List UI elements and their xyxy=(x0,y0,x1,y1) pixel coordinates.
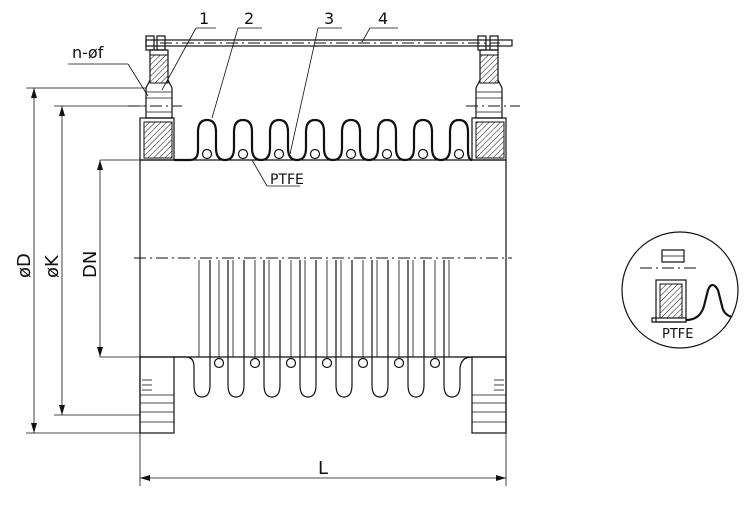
detail-view xyxy=(621,231,739,349)
part-number-3: 3 xyxy=(324,9,334,28)
part-number-1: 1 xyxy=(199,9,209,28)
left-flange xyxy=(128,49,182,434)
dim-dn-label: DN xyxy=(80,251,101,278)
dim-l-label: L xyxy=(318,458,328,479)
bellows-body xyxy=(100,159,512,433)
leader-lines xyxy=(68,27,398,187)
ptfe-rings-upper xyxy=(201,148,465,160)
bolt-hole-label: n-øf xyxy=(72,43,104,62)
upper-corrugation xyxy=(174,118,473,162)
right-flange xyxy=(466,49,520,434)
detail-ptfe-label: PTFE xyxy=(662,327,693,342)
lower-corrugation xyxy=(174,260,473,398)
part-number-2: 2 xyxy=(244,9,254,28)
dim-k-label: øK xyxy=(42,254,63,278)
part-number-4: 4 xyxy=(378,9,388,28)
tie-rod xyxy=(145,35,513,51)
dim-d-label: øD xyxy=(14,253,35,278)
ptfe-label: PTFE xyxy=(270,172,304,188)
dimension-lines xyxy=(26,87,507,486)
